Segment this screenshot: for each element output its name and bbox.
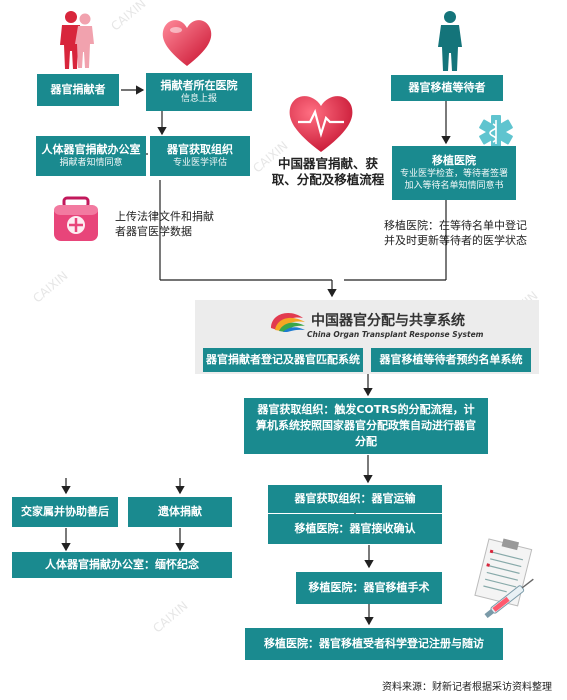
clipboard-syringe-icon — [474, 538, 534, 618]
transport-box: 器官获取组织：器官运输 — [268, 485, 442, 513]
medical-kit-icon — [54, 196, 98, 241]
donor-figure-icon — [60, 11, 94, 69]
transplant-hospital-sub: 专业医学检查，等待者签署加入等待名单知情同意书 — [399, 169, 508, 191]
body-donation-label: 遗体捐献 — [158, 505, 202, 518]
procurement-org-sub: 专业医学评估 — [172, 158, 227, 168]
recipient-label: 器官移植等待者 — [408, 81, 486, 94]
medical-star-icon — [479, 115, 513, 149]
donation-office-sub: 捐献者知情同意 — [59, 158, 123, 168]
donation-office-label: 人体器官捐献办公室 — [41, 143, 141, 156]
family-help-box: 交家属并协助善后 — [12, 497, 118, 527]
donation-office-box: 人体器官捐献办公室 捐献者知情同意 — [36, 136, 146, 176]
cotrs-logo-cn: 中国器官分配与共享系统 — [311, 313, 465, 329]
cotrs-panel: 中国器官分配与共享系统 China Organ Transplant Respo… — [195, 300, 539, 374]
diagram-title: 中国器官捐献、获取、分配及移植流程 — [271, 156, 385, 187]
body-donation-box: 遗体捐献 — [128, 497, 232, 527]
cotrs-left-box: 器官捐献者登记及器官匹配系统 — [203, 348, 363, 372]
receive-label: 移植医院：器官接收确认 — [294, 522, 416, 535]
source-note: 资料来源：财新记者根据采访资料整理 — [382, 682, 552, 693]
memorial-label: 人体器官捐献办公室：缅怀纪念 — [45, 558, 199, 571]
cotrs-logo-icon — [271, 313, 305, 332]
receive-box: 移植医院：器官接收确认 — [268, 514, 442, 544]
donor-hospital-sub: 信息上报 — [180, 94, 217, 104]
followup-label: 移植医院：器官移植受者科学登记注册与随访 — [264, 637, 484, 650]
transplant-hospital-box: 移植医院 专业医学检查，等待者签署加入等待名单知情同意书 — [392, 146, 516, 200]
followup-box: 移植医院：器官移植受者科学登记注册与随访 — [245, 628, 503, 660]
cotrs-logo-en: China Organ Transplant Response System — [307, 330, 484, 339]
waitlist-note: 移植医院：在等待名单中登记并及时更新等待者的医学状态 — [384, 219, 527, 247]
surgery-box: 移植医院：器官移植手术 — [296, 572, 442, 604]
heartbeat-heart-icon — [289, 96, 353, 152]
procurement-org-box: 器官获取组织 专业医学评估 — [150, 136, 250, 176]
transport-label: 器官获取组织：器官运输 — [294, 492, 416, 505]
family-help-label: 交家属并协助善后 — [21, 505, 109, 518]
donor-label: 器官捐献者 — [50, 83, 106, 96]
cotrs-left-label: 器官捐献者登记及器官匹配系统 — [206, 353, 360, 366]
cotrs-right-box: 器官移植等待者预约名单系统 — [371, 348, 531, 372]
donor-hospital-label: 捐献者所在医院 — [160, 79, 238, 92]
memorial-box: 人体器官捐献办公室：缅怀纪念 — [12, 552, 232, 578]
procurement-org-label: 器官获取组织 — [167, 143, 233, 156]
transplant-hospital-label: 移植医院 — [432, 154, 476, 167]
recipient-box: 器官移植等待者 — [391, 75, 503, 101]
surgery-label: 移植医院：器官移植手术 — [308, 581, 430, 594]
allocation-box: 器官获取组织：触发COTRS的分配流程，计算机系统按照国家器官分配政策自动进行器… — [244, 398, 488, 454]
heart-icon — [162, 20, 212, 66]
upload-note: 上传法律文件和捐献者器官医学数据 — [115, 210, 214, 238]
donor-box: 器官捐献者 — [37, 74, 119, 106]
cotrs-right-label: 器官移植等待者预约名单系统 — [379, 353, 523, 366]
recipient-figure-icon — [438, 11, 462, 71]
donor-hospital-box: 捐献者所在医院 信息上报 — [146, 73, 252, 111]
allocation-label: 器官获取组织：触发COTRS的分配流程，计算机系统按照国家器官分配政策自动进行器… — [256, 403, 476, 448]
